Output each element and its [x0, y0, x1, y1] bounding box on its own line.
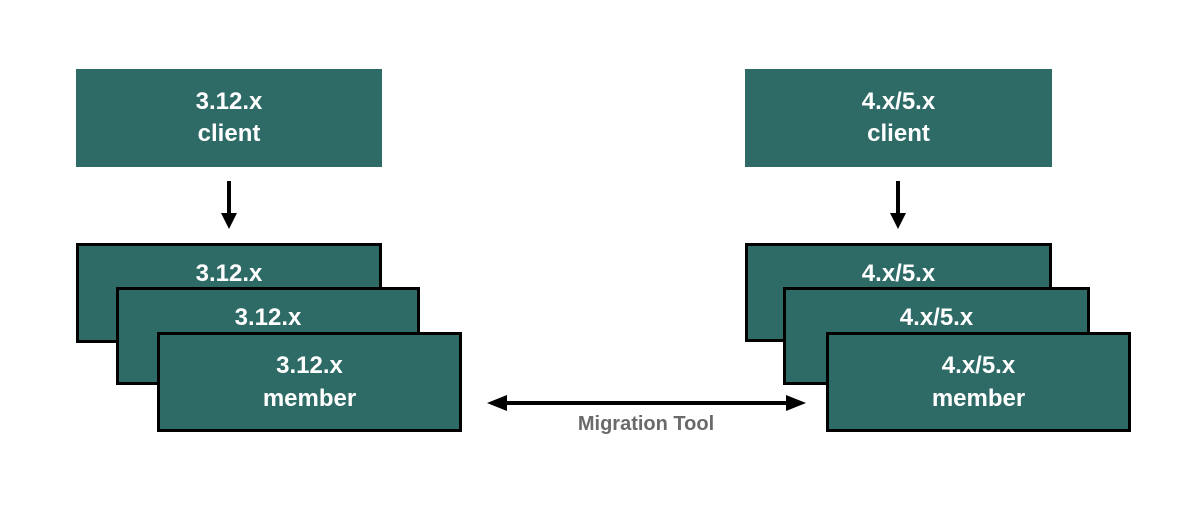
down-arrow-icon-right	[890, 181, 906, 229]
left-member-front-role-label: member	[262, 385, 357, 412]
left-member-box-front: 3.12.x member	[157, 332, 462, 432]
right-member-front-version-label: 4.x/5.x	[941, 352, 1016, 379]
left-client-role-label: client	[197, 120, 261, 147]
migration-tool-label: Migration Tool	[577, 413, 715, 435]
left-client-box: 3.12.x client	[76, 69, 382, 167]
left-member-back-version-label: 3.12.x	[195, 260, 263, 287]
right-member-box-front: 4.x/5.x member	[826, 332, 1131, 432]
double-headed-arrow-icon	[487, 395, 806, 411]
down-arrow-icon-left	[221, 181, 237, 229]
left-member-middle-version-label: 3.12.x	[234, 304, 302, 331]
right-member-middle-version-label: 4.x/5.x	[899, 304, 974, 331]
right-client-role-label: client	[867, 120, 930, 147]
right-client-box: 4.x/5.x client	[745, 69, 1052, 167]
right-member-back-version-label: 4.x/5.x	[861, 260, 936, 287]
right-member-front-role-label: member	[931, 385, 1026, 412]
left-client-version-label: 3.12.x	[195, 88, 263, 115]
left-member-front-version-label: 3.12.x	[276, 352, 343, 379]
right-client-version-label: 4.x/5.x	[861, 88, 936, 115]
